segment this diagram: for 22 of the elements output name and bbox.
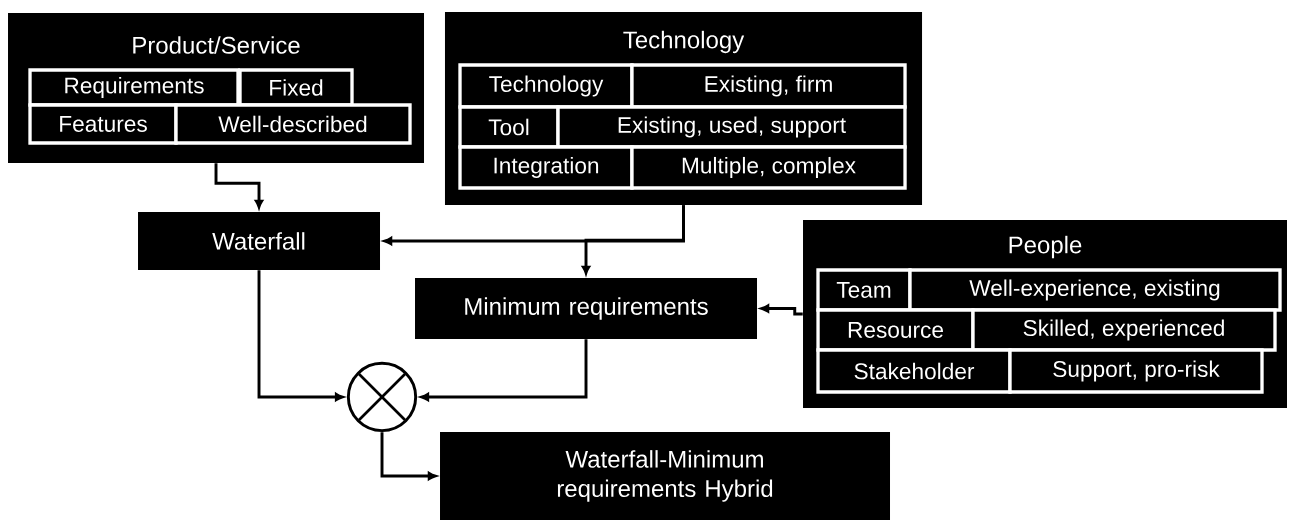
table-cell: Features <box>28 103 178 145</box>
table-cell: Existing, firm <box>630 63 907 109</box>
table-cell: Stakeholder <box>816 348 1012 394</box>
table-cell: Skilled, experienced <box>971 308 1277 352</box>
table-cell: Multiple, complex <box>630 145 907 190</box>
table-cell: Support, pro-risk <box>1008 348 1264 394</box>
process-box: Waterfall-Minimum requirements Hybrid <box>440 432 890 520</box>
table-cell: Tool <box>458 105 560 149</box>
arrow <box>380 432 437 481</box>
table-cell: Technology <box>458 63 634 109</box>
arrow <box>214 163 264 209</box>
table-cell: Integration <box>458 145 634 190</box>
process-box: Minimum requirements <box>415 277 757 339</box>
table-cell: Team <box>816 268 912 312</box>
arrow <box>420 339 588 402</box>
process-box: Waterfall <box>138 212 380 270</box>
arrow <box>581 205 685 275</box>
table-cell: Requirements <box>28 68 240 107</box>
arrow <box>257 270 344 402</box>
table-cell: Fixed <box>238 68 354 107</box>
multiply-circle <box>346 361 418 433</box>
table-cell: Resource <box>816 308 975 352</box>
